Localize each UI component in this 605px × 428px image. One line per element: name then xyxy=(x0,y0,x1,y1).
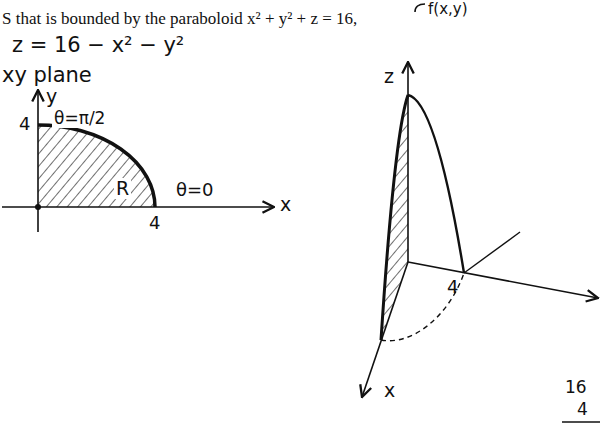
function-note: f(x,y) xyxy=(428,1,468,18)
base-arc xyxy=(381,273,464,341)
scratch-number: 16 xyxy=(565,378,587,397)
tick-value: 4 xyxy=(19,114,30,134)
problem-text-holder: S that is bounded by the paraboloid x² +… xyxy=(2,10,357,29)
axis-label-holder: z xyxy=(384,66,394,87)
plane-title: xy plane xyxy=(2,64,92,87)
tick-value-holder: 4 xyxy=(149,213,160,233)
xz-trace xyxy=(381,95,408,340)
angle-label: θ=π/2 xyxy=(52,109,107,128)
scratch-number-holder: 4 xyxy=(577,400,588,419)
angle-label-holder: θ=π/2 xyxy=(52,109,107,128)
axis-label: y xyxy=(46,86,57,107)
pointer-hook xyxy=(415,4,425,12)
tick-value-holder: 4 xyxy=(19,114,30,134)
angle-label-holder: θ=0 xyxy=(176,180,214,200)
axis-label-holder: x xyxy=(280,194,291,215)
origin-dot xyxy=(35,204,41,210)
axis-label: z xyxy=(384,66,394,87)
equation-note: z = 16 − x² − y² xyxy=(12,34,184,57)
x-axis xyxy=(2,206,274,208)
tick-value: 4 xyxy=(447,277,458,297)
function-note-holder: f(x,y) xyxy=(428,0,468,18)
tick-value-holder: 4 xyxy=(447,277,458,297)
region-label: R xyxy=(114,178,131,199)
axis-label-holder: y xyxy=(46,86,57,107)
region-label-holder: R xyxy=(114,178,131,199)
scratch-number: 4 xyxy=(577,400,588,419)
y-axis-3d xyxy=(408,262,598,298)
plane-title-holder: xy plane xyxy=(2,64,92,87)
scratch-number-holder: 16 xyxy=(565,378,587,397)
tick-value: 4 xyxy=(149,213,160,233)
quarter-circle-boundary xyxy=(38,125,155,207)
axis-label: x xyxy=(384,380,395,401)
z-axis-3d xyxy=(407,62,409,262)
angle-label: θ=0 xyxy=(176,180,214,200)
guide-line xyxy=(464,232,520,273)
equation-note-holder: z = 16 − x² − y² xyxy=(12,34,184,57)
axis-label-holder: x xyxy=(384,380,395,401)
region-hatch xyxy=(38,125,155,207)
y-axis xyxy=(37,90,39,232)
yz-trace xyxy=(408,95,464,273)
problem-text: S that is bounded by the paraboloid x² +… xyxy=(2,10,357,29)
sum-rule xyxy=(562,421,600,422)
axis-label: x xyxy=(280,194,291,215)
